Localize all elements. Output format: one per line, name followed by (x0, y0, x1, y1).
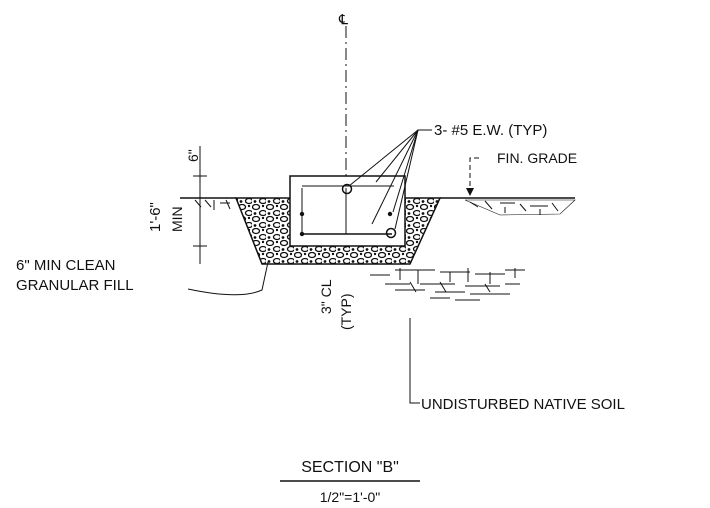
rebar-top-left (299, 211, 305, 217)
dim-6in: 6" (185, 149, 201, 162)
fin-grade-label: FIN. GRADE (497, 150, 577, 166)
fin-grade-leader (469, 157, 482, 194)
soil-hatch-right-marks (469, 200, 559, 215)
fill-label-line1: 6" MIN CLEAN (16, 257, 116, 274)
soil-hatch-left (194, 199, 231, 210)
rebar-top-center (341, 183, 353, 195)
fin-grade-arrow (466, 188, 474, 196)
soil-label: UNDISTURBED NATIVE SOIL (421, 396, 625, 413)
rebar-callout: 3- #5 E.W. (TYP) (434, 122, 547, 139)
dim-min: MIN (169, 206, 185, 232)
centerline-symbol: ℄ (338, 11, 348, 27)
cover-label-line2: (TYP) (338, 293, 354, 330)
rebar-bottom-right (385, 227, 397, 239)
soil-leader (409, 318, 420, 404)
fill-leader (187, 261, 269, 296)
section-title: SECTION "B" (301, 459, 399, 476)
rebar-mid (387, 211, 393, 217)
section-scale: 1/2"=1'-0" (320, 489, 381, 505)
fill-label-line2: GRANULAR FILL (16, 277, 134, 294)
rebar-bottom-left (299, 231, 305, 237)
native-soil-hatch (370, 268, 525, 301)
dim-1ft6: 1'-6" (147, 202, 164, 232)
rebar-callout-leaders (348, 129, 432, 230)
cover-label-line1: 3" CL (318, 279, 334, 314)
soil-hatch-right (464, 199, 576, 216)
